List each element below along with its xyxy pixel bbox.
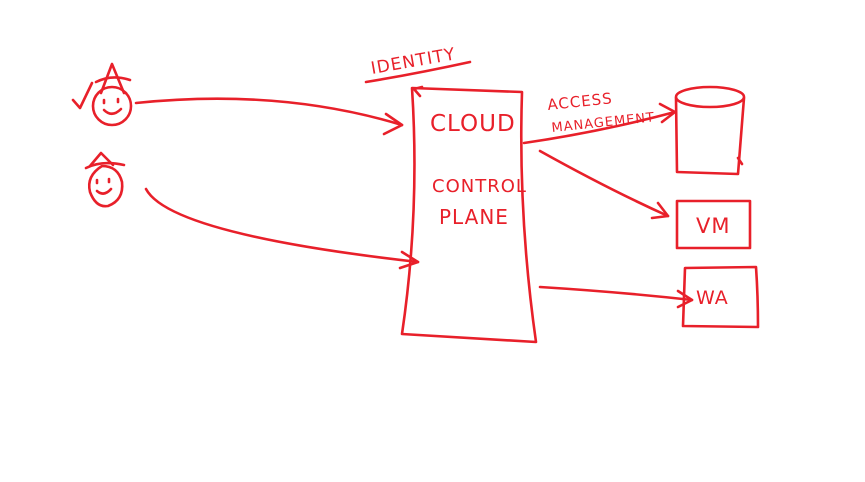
database-icon [674,85,746,176]
user-top-icon [71,62,133,127]
access-label: ACCESS [547,89,614,114]
wa-label: WA [696,287,729,309]
control-label: CONTROL [432,176,527,197]
arrow-user-bottom-to-plane [144,187,420,270]
user-bottom-icon [84,151,126,208]
arrow-user-top-to-plane [134,97,404,136]
plane-label: PLANE [439,205,509,229]
arrow-plane-to-wa [538,285,694,309]
management-label: MANAGEMENT [551,110,656,136]
vm-label: VM [696,214,730,238]
wa-box [681,265,760,329]
control-plane-box [400,86,538,344]
cloud-label: CLOUD [430,111,516,137]
drawing-layer: IDENTITY [71,44,760,344]
identity-underline [364,60,472,84]
arrow-plane-to-vm [538,149,670,220]
vm-box [675,199,752,250]
